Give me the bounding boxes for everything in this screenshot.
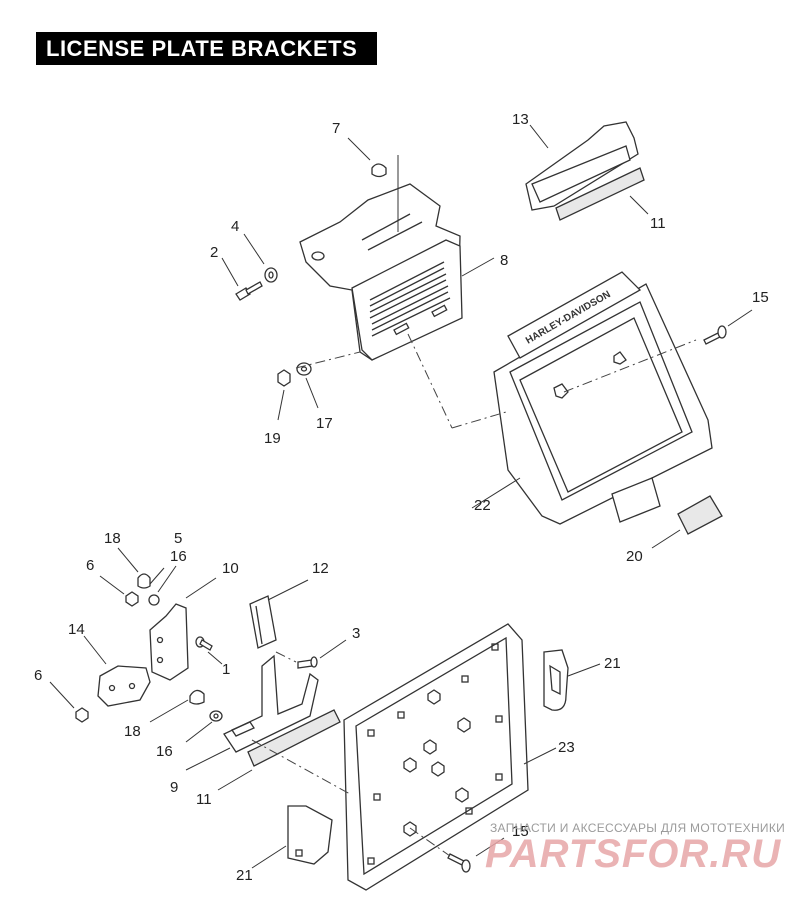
callout-3: 3 [352,625,360,642]
part-16-washer-lower [185,710,223,743]
part-6-nut-lower [49,681,89,723]
part-13-plate-holder [525,121,639,211]
callout-4: 4 [231,218,239,235]
callout-18-lower: 18 [124,723,141,740]
part-17-washer [296,362,319,409]
callout-6-lower: 6 [34,667,42,684]
callout-8: 8 [500,252,508,269]
bracket-8 [299,155,463,361]
part-20-reflector [651,495,723,549]
callout-1: 1 [222,661,230,678]
part-19-nut [277,369,291,421]
part-14-bracket [83,635,151,707]
callout-11-lower: 11 [196,791,212,808]
callout-5: 5 [174,530,182,547]
part-21-clip-lower [251,805,333,869]
part-11-strip-lower [217,709,341,791]
callout-19: 19 [264,430,281,447]
part-12-clip [249,579,309,649]
part-2-bolt [221,257,263,301]
callout-14: 14 [68,621,85,638]
diagram-title: LICENSE PLATE BRACKETS [36,32,377,65]
part-1-bolt [195,636,223,665]
part-18-acorn-nut-upper [117,547,151,589]
part-4-washer [243,233,278,283]
part-9-bracket [185,654,319,771]
part-7-cap-nut [347,137,387,178]
part-3-screw [297,639,347,669]
part-21-clip-upper [543,649,601,711]
part-18-acorn-nut-lower [149,689,205,723]
callout-9: 9 [170,779,178,796]
callout-13: 13 [512,111,529,128]
watermark-logo: PARTSFOR.RU [485,832,782,876]
callout-2: 2 [210,244,218,261]
part-23-plate-backing [343,623,557,891]
callout-23: 23 [558,739,575,756]
callout-6-upper: 6 [86,557,94,574]
callout-15-upper: 15 [752,289,769,306]
part-11-strip-upper [555,167,649,221]
part-6-nut-upper [99,575,139,607]
part-15-screw-upper [703,309,753,345]
callout-12: 12 [312,560,329,577]
part-16-washer-upper [148,565,177,606]
callout-22: 22 [474,497,491,514]
watermark-tagline: ЗАПЧАСТИ И АКСЕССУАРЫ ДЛЯ МОТОТЕХНИКИ [490,821,786,835]
callout-15-lower: 15 [512,823,529,840]
callout-17: 17 [316,415,333,432]
part-10-bracket [149,577,217,681]
part-22-plate-frame: HARLEY-DAVIDSON [493,271,713,525]
callout-18-upper: 18 [104,530,121,547]
callout-11-upper: 11 [650,215,666,232]
callout-16-upper: 16 [170,548,187,565]
callout-21-upper: 21 [604,655,621,672]
callout-20: 20 [626,548,643,565]
callout-10: 10 [222,560,239,577]
callout-21-lower: 21 [236,867,253,884]
part-15-screw-lower [447,837,505,873]
callout-16-lower: 16 [156,743,173,760]
callout-7: 7 [332,120,340,137]
